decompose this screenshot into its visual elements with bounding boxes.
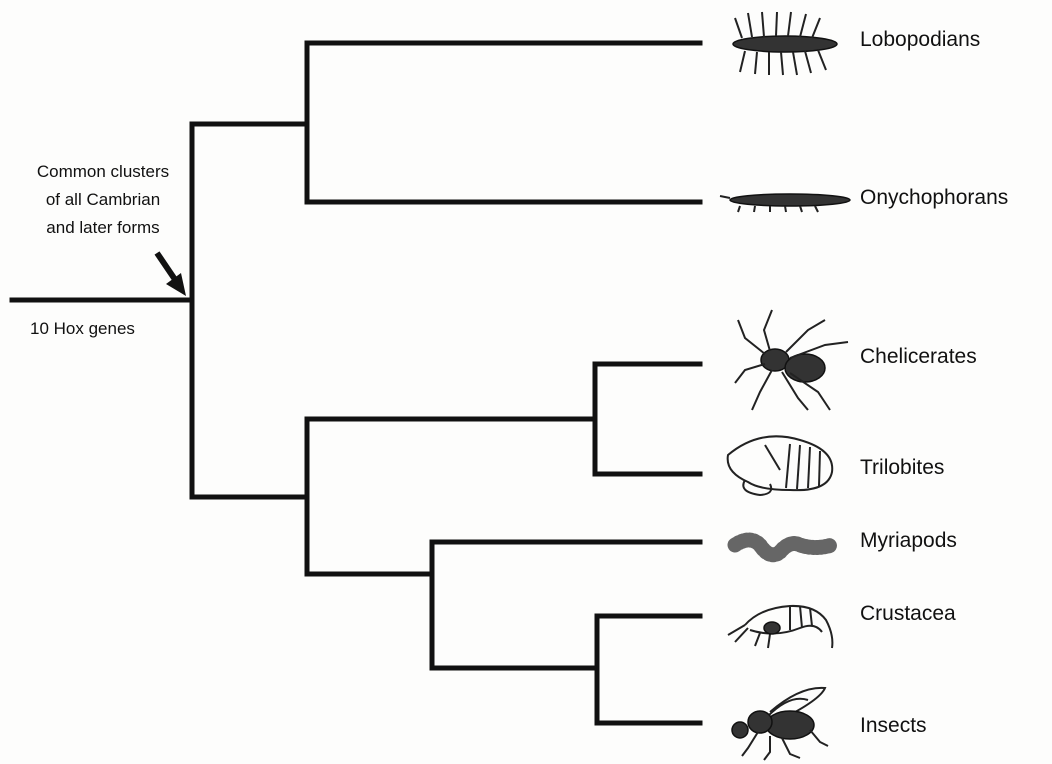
shrimp-icon (728, 606, 832, 648)
onychophoran-icon (720, 194, 850, 212)
trilobite-icon (728, 436, 833, 495)
fly-icon (732, 688, 828, 760)
taxon-label-insects: Insects (860, 714, 927, 737)
annotation-line-1: Common clusters (37, 162, 169, 181)
annotation-line-3: and later forms (46, 218, 159, 237)
taxon-labels: Lobopodians Onychophorans Chelicerates T… (860, 28, 1008, 737)
taxon-label-lobopodians: Lobopodians (860, 28, 980, 51)
annotation: Common clusters of all Cambrian and late… (30, 162, 186, 338)
taxon-label-trilobites: Trilobites (860, 456, 944, 479)
spider-icon (735, 310, 848, 410)
arrow-icon (157, 253, 186, 296)
taxon-label-myriapods: Myriapods (860, 529, 957, 552)
taxon-label-onychophorans: Onychophorans (860, 186, 1008, 209)
tree-branches (12, 43, 700, 723)
taxon-label-crustacea: Crustacea (860, 602, 956, 625)
taxon-label-chelicerates: Chelicerates (860, 345, 977, 368)
annotation-line-2: of all Cambrian (46, 190, 160, 209)
root-label: 10 Hox genes (30, 319, 135, 338)
centipede-icon (735, 540, 832, 555)
lobopodian-icon (733, 12, 837, 75)
